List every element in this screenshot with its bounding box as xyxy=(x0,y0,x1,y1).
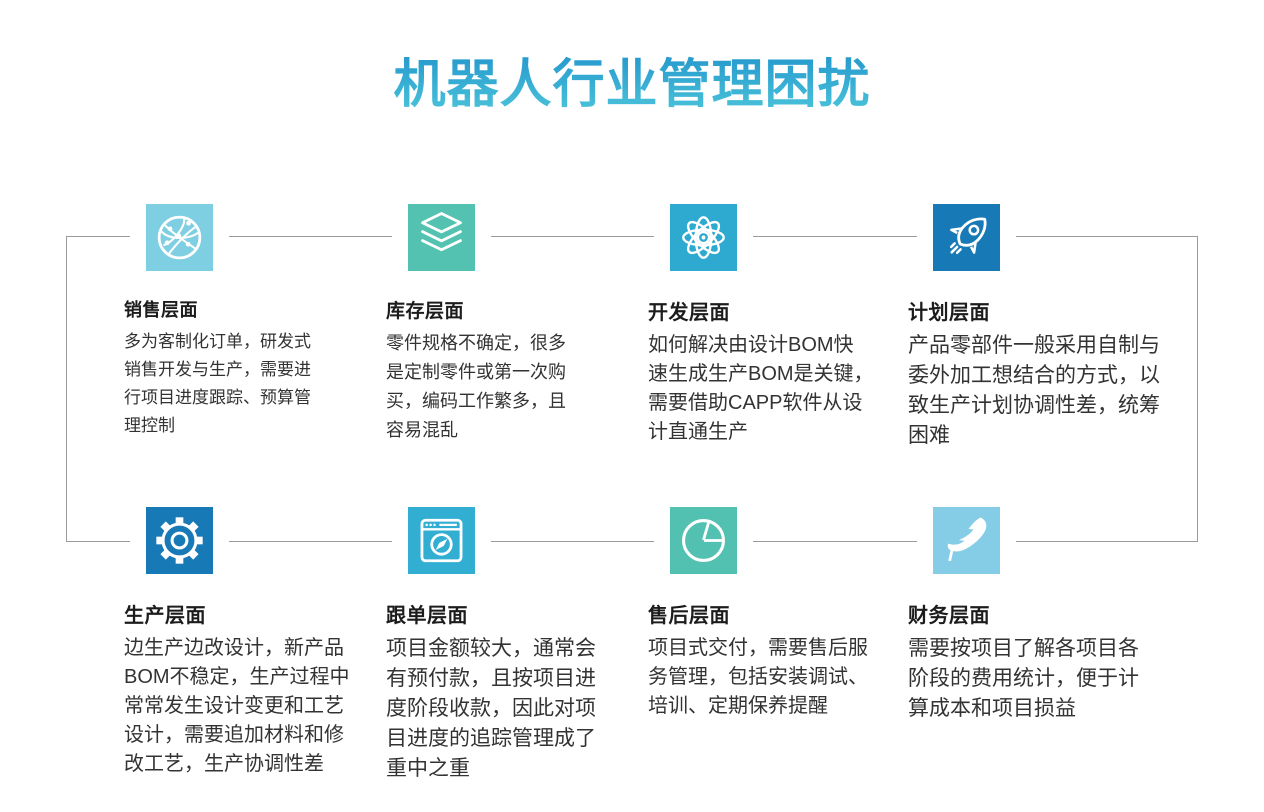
card-sales-level: 销售层面 多为客制化订单，研发式 销售开发与生产，需要进 行项目进度跟踪、预算管… xyxy=(124,204,384,440)
card-body: 如何解决由设计BOM快 速生成生产BOM是关键， 需要借助CAPP软件从设 计直… xyxy=(648,334,874,443)
card-body: 零件规格不确定，很多 是定制零件或第一次购 买，编码工作繁多，且 容易混乱 xyxy=(386,333,566,440)
card-body: 产品零部件一般采用自制与 委外加工想结合的方式，以 致生产计划协调性差，统筹 困… xyxy=(908,334,1160,447)
layers-icon xyxy=(408,204,475,271)
browser-compass-icon xyxy=(408,507,475,574)
atom-icon xyxy=(670,204,737,271)
card-body: 项目金额较大，通常会 有预付款，且按项目进 度阶段收款，因此对项 目进度的追踪管… xyxy=(386,637,596,780)
card-finance-level: 财务层面 需要按项目了解各项目各 阶段的费用统计，便于计 算成本和项目损益 xyxy=(908,507,1188,724)
card-body: 多为客制化订单，研发式 销售开发与生产，需要进 行项目进度跟踪、预算管 理控制 xyxy=(124,332,311,435)
gear-icon xyxy=(146,507,213,574)
card-title: 计划层面 xyxy=(908,302,990,324)
bracket-connector-line xyxy=(66,236,1198,542)
card-title: 财务层面 xyxy=(908,605,990,627)
card-production-level: 生产层面 边生产边改设计，新产品 BOM不稳定，生产过程中 常常发生设计变更和工… xyxy=(124,507,394,779)
card-body: 边生产边改设计，新产品 BOM不稳定，生产过程中 常常发生设计变更和工艺 设计，… xyxy=(124,637,350,775)
card-title: 跟单层面 xyxy=(386,605,468,627)
page-title: 机器人行业管理困扰 xyxy=(0,42,1264,117)
card-body: 需要按项目了解各项目各 阶段的费用统计，便于计 算成本和项目损益 xyxy=(908,637,1139,720)
card-title: 售后层面 xyxy=(648,605,730,627)
rocket-icon xyxy=(933,204,1000,271)
card-after-sales-level: 售后层面 项目式交付，需要售后服 务管理，包括安装调试、 培训、定期保养提醒 xyxy=(648,507,908,721)
card-body: 项目式交付，需要售后服 务管理，包括安装调试、 培训、定期保养提醒 xyxy=(648,637,868,717)
card-planning-level: 计划层面 产品零部件一般采用自制与 委外加工想结合的方式，以 致生产计划协调性差… xyxy=(908,204,1188,451)
feather-icon xyxy=(933,507,1000,574)
card-order-tracking-level: 跟单层面 项目金额较大，通常会 有预付款，且按项目进 度阶段收款，因此对项 目进… xyxy=(386,507,646,784)
card-title: 销售层面 xyxy=(124,300,198,320)
card-title: 库存层面 xyxy=(386,301,465,322)
card-inventory-level: 库存层面 零件规格不确定，很多 是定制零件或第一次购 买，编码工作繁多，且 容易… xyxy=(386,204,636,445)
card-title: 开发层面 xyxy=(648,302,730,324)
network-globe-icon xyxy=(146,204,213,271)
card-development-level: 开发层面 如何解决由设计BOM快 速生成生产BOM是关键， 需要借助CAPP软件… xyxy=(648,204,908,447)
pie-chart-icon xyxy=(670,507,737,574)
card-title: 生产层面 xyxy=(124,605,206,627)
